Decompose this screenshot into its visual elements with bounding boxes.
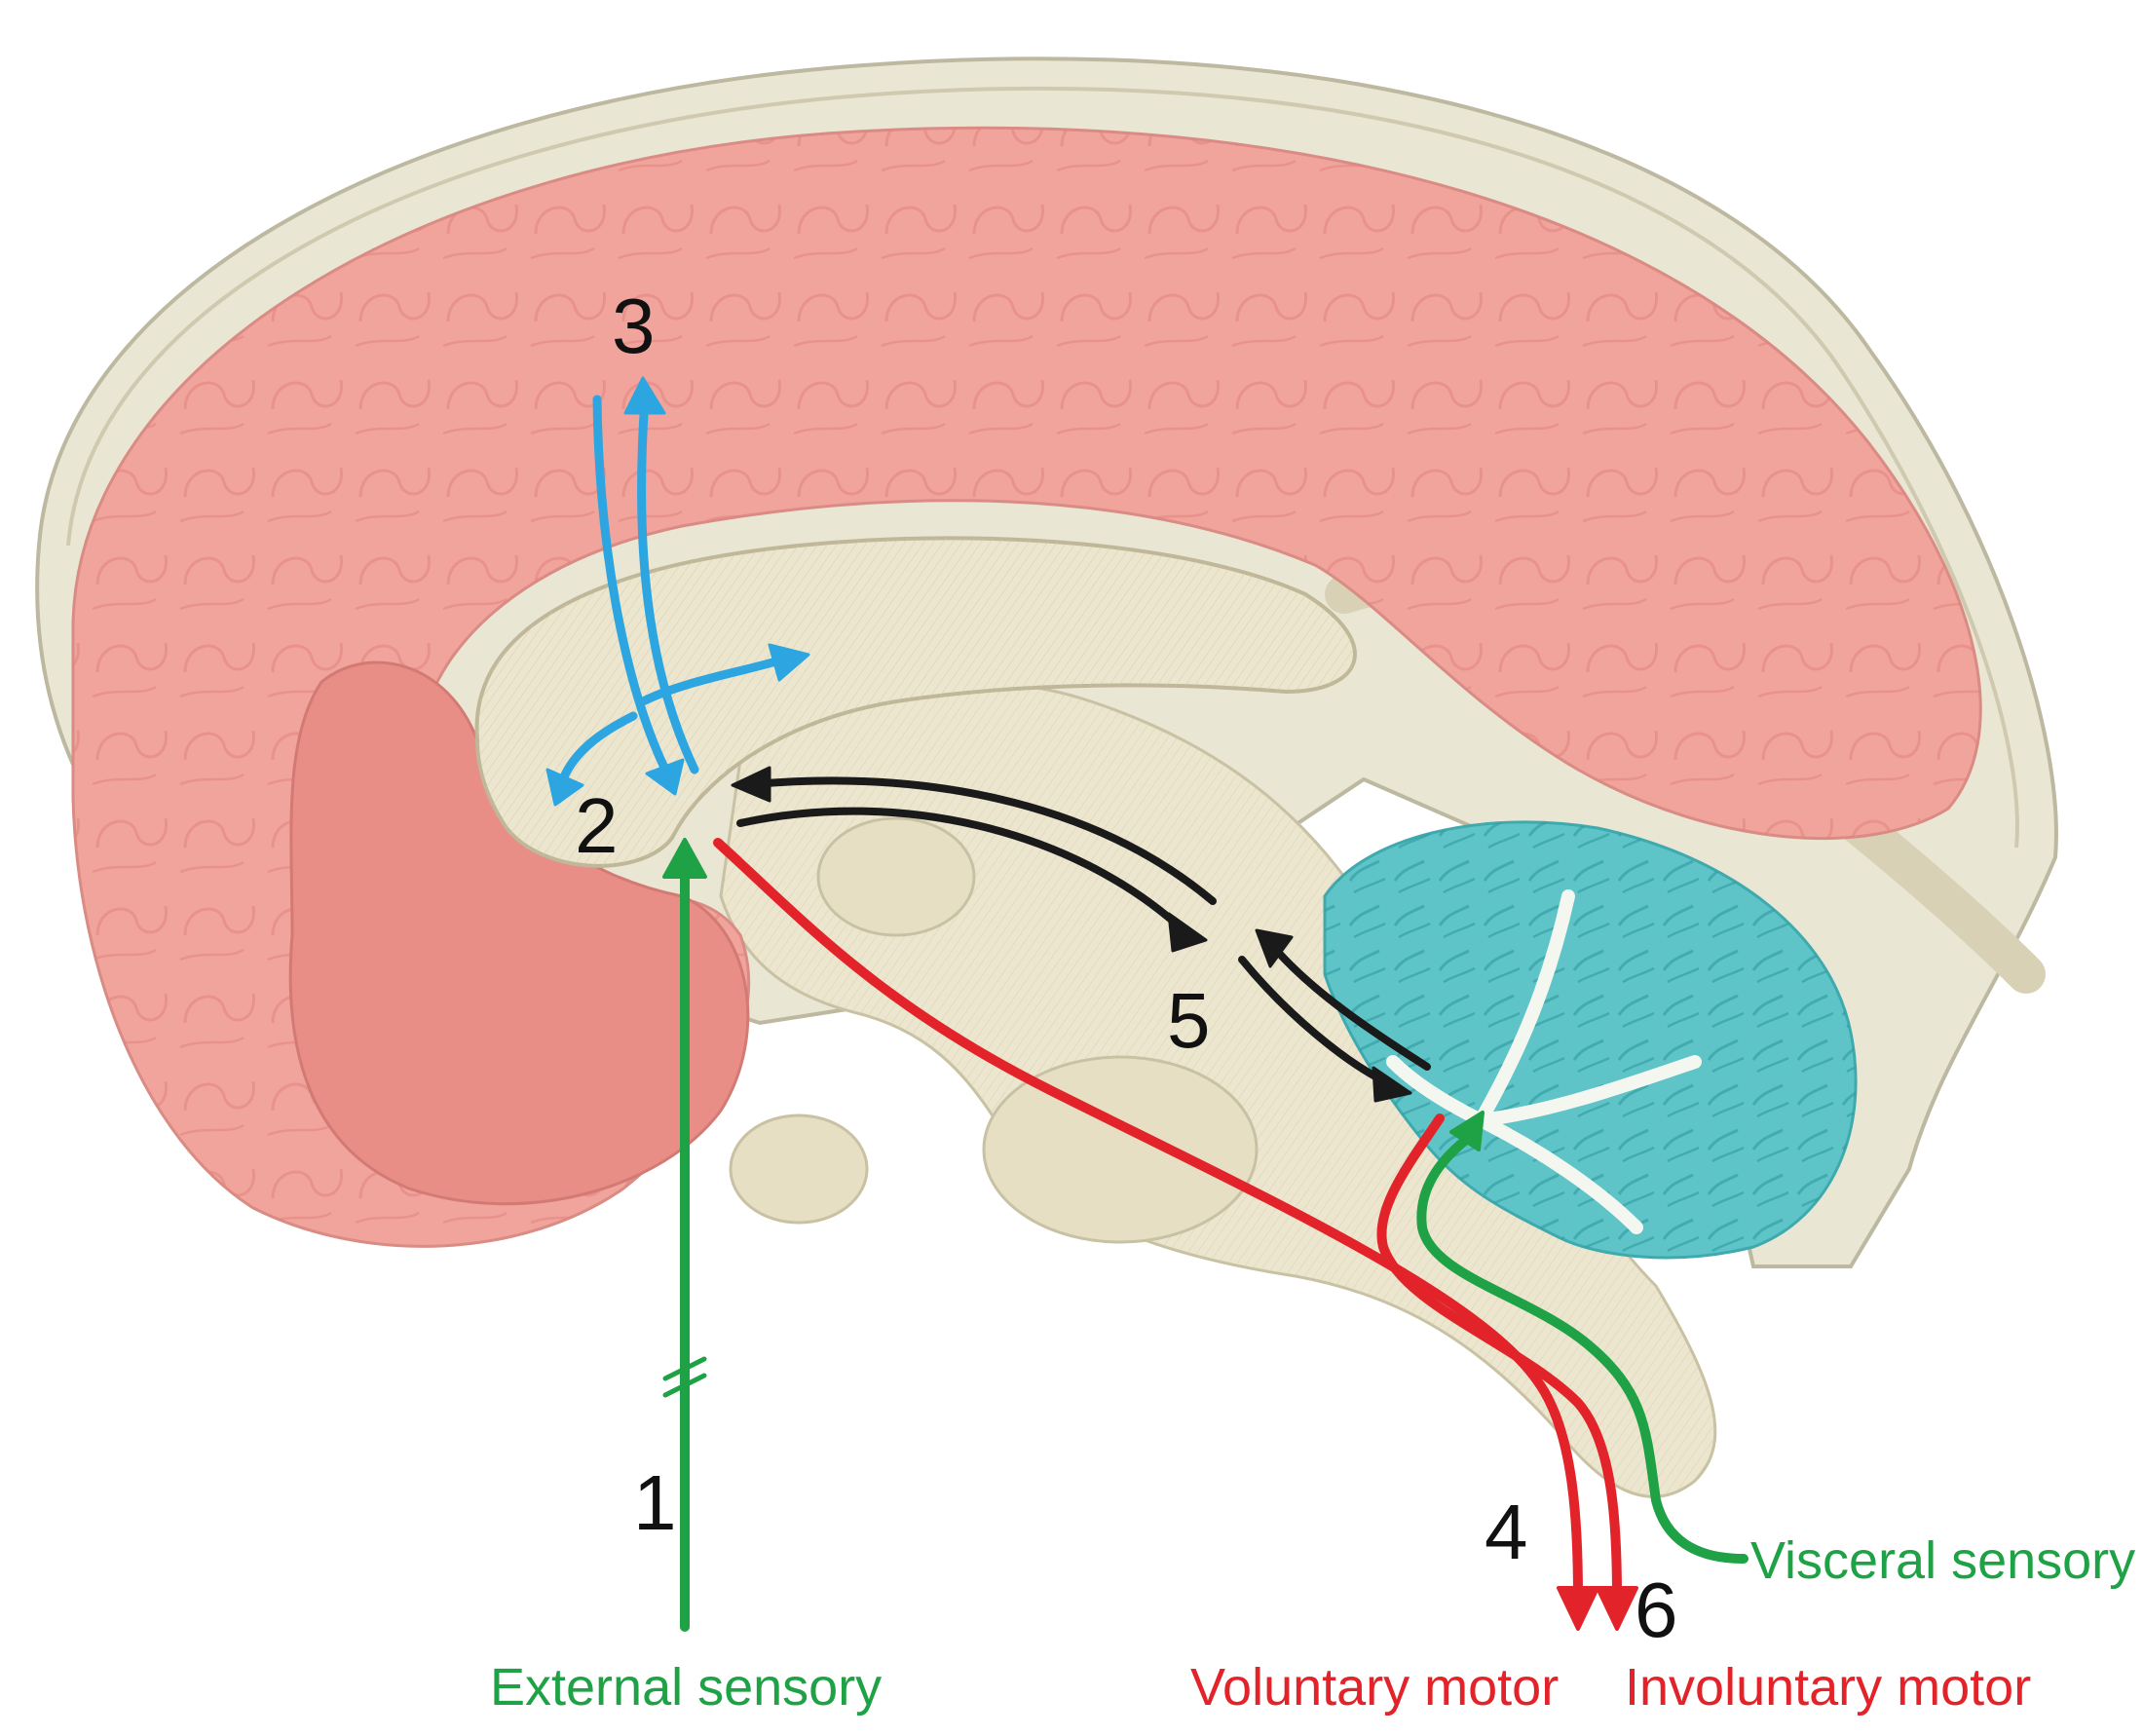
cortical-branch-left-arrowhead [545,768,584,807]
cortical-ascending-pathway [637,395,699,774]
label-visceral-sensory: Visceral sensory [1750,1531,2135,1590]
loop-cerebellum-to-5-arrowhead [1255,928,1294,968]
pathway-labels: External sensory Visceral sensory Volunt… [490,1531,2135,1717]
cortical-branch-right [638,656,784,706]
loop-cerebellum-to-5 [1272,946,1431,1071]
involuntary-motor-arrowhead [1596,1586,1638,1631]
label-external-sensory: External sensory [490,1658,882,1717]
pathways [545,376,1748,1632]
pons [982,1055,1259,1244]
loop-5-to-cerebellum-arrowhead [1372,1066,1412,1103]
number-4: 4 [1485,1489,1528,1575]
number-3: 3 [612,283,656,369]
number-1: 1 [633,1459,677,1546]
label-voluntary-motor: Voluntary motor [1190,1658,1559,1717]
number-6: 6 [1635,1566,1678,1653]
visceral-sensory-pathway [1416,1135,1748,1564]
cerebrum [71,126,1982,1248]
voluntary-motor-arrowhead [1557,1586,1599,1631]
cortical-ascending-arrowhead [623,376,666,415]
cortical-branch-right-arrowhead [768,643,810,682]
pituitary [729,1113,869,1225]
loop-thalamus-to-5-arrowhead [1167,912,1208,953]
loop-5-to-thalamus [751,776,1217,905]
external-sensory-arrowhead [662,838,707,879]
number-5: 5 [1167,977,1211,1064]
visceral-sensory-arrowhead [1449,1111,1485,1151]
pathway-numbers: 1 2 3 4 5 6 [575,283,1678,1653]
corpus-callosum-hatching [476,538,1355,866]
number-2: 2 [575,782,619,869]
label-involuntary-motor: Involuntary motor [1625,1658,2031,1717]
involuntary-motor-pathway [1376,1113,1622,1603]
skull-inner [66,86,2019,849]
voluntary-motor-pathway [713,838,1583,1603]
loop-5-to-thalamus-arrowhead [731,766,771,803]
cortical-descending-arrowhead [645,758,685,796]
arbor-vitae [1386,889,1702,1234]
cortical-descending-pathway [592,395,670,774]
pathway-break-mark [662,1356,707,1398]
loop-5-to-cerebellum [1238,956,1392,1087]
thalamus [816,816,976,937]
brainstem [719,680,1717,1498]
cortical-branch-left [558,711,638,784]
loop-thalamus-to-5 [736,807,1187,934]
